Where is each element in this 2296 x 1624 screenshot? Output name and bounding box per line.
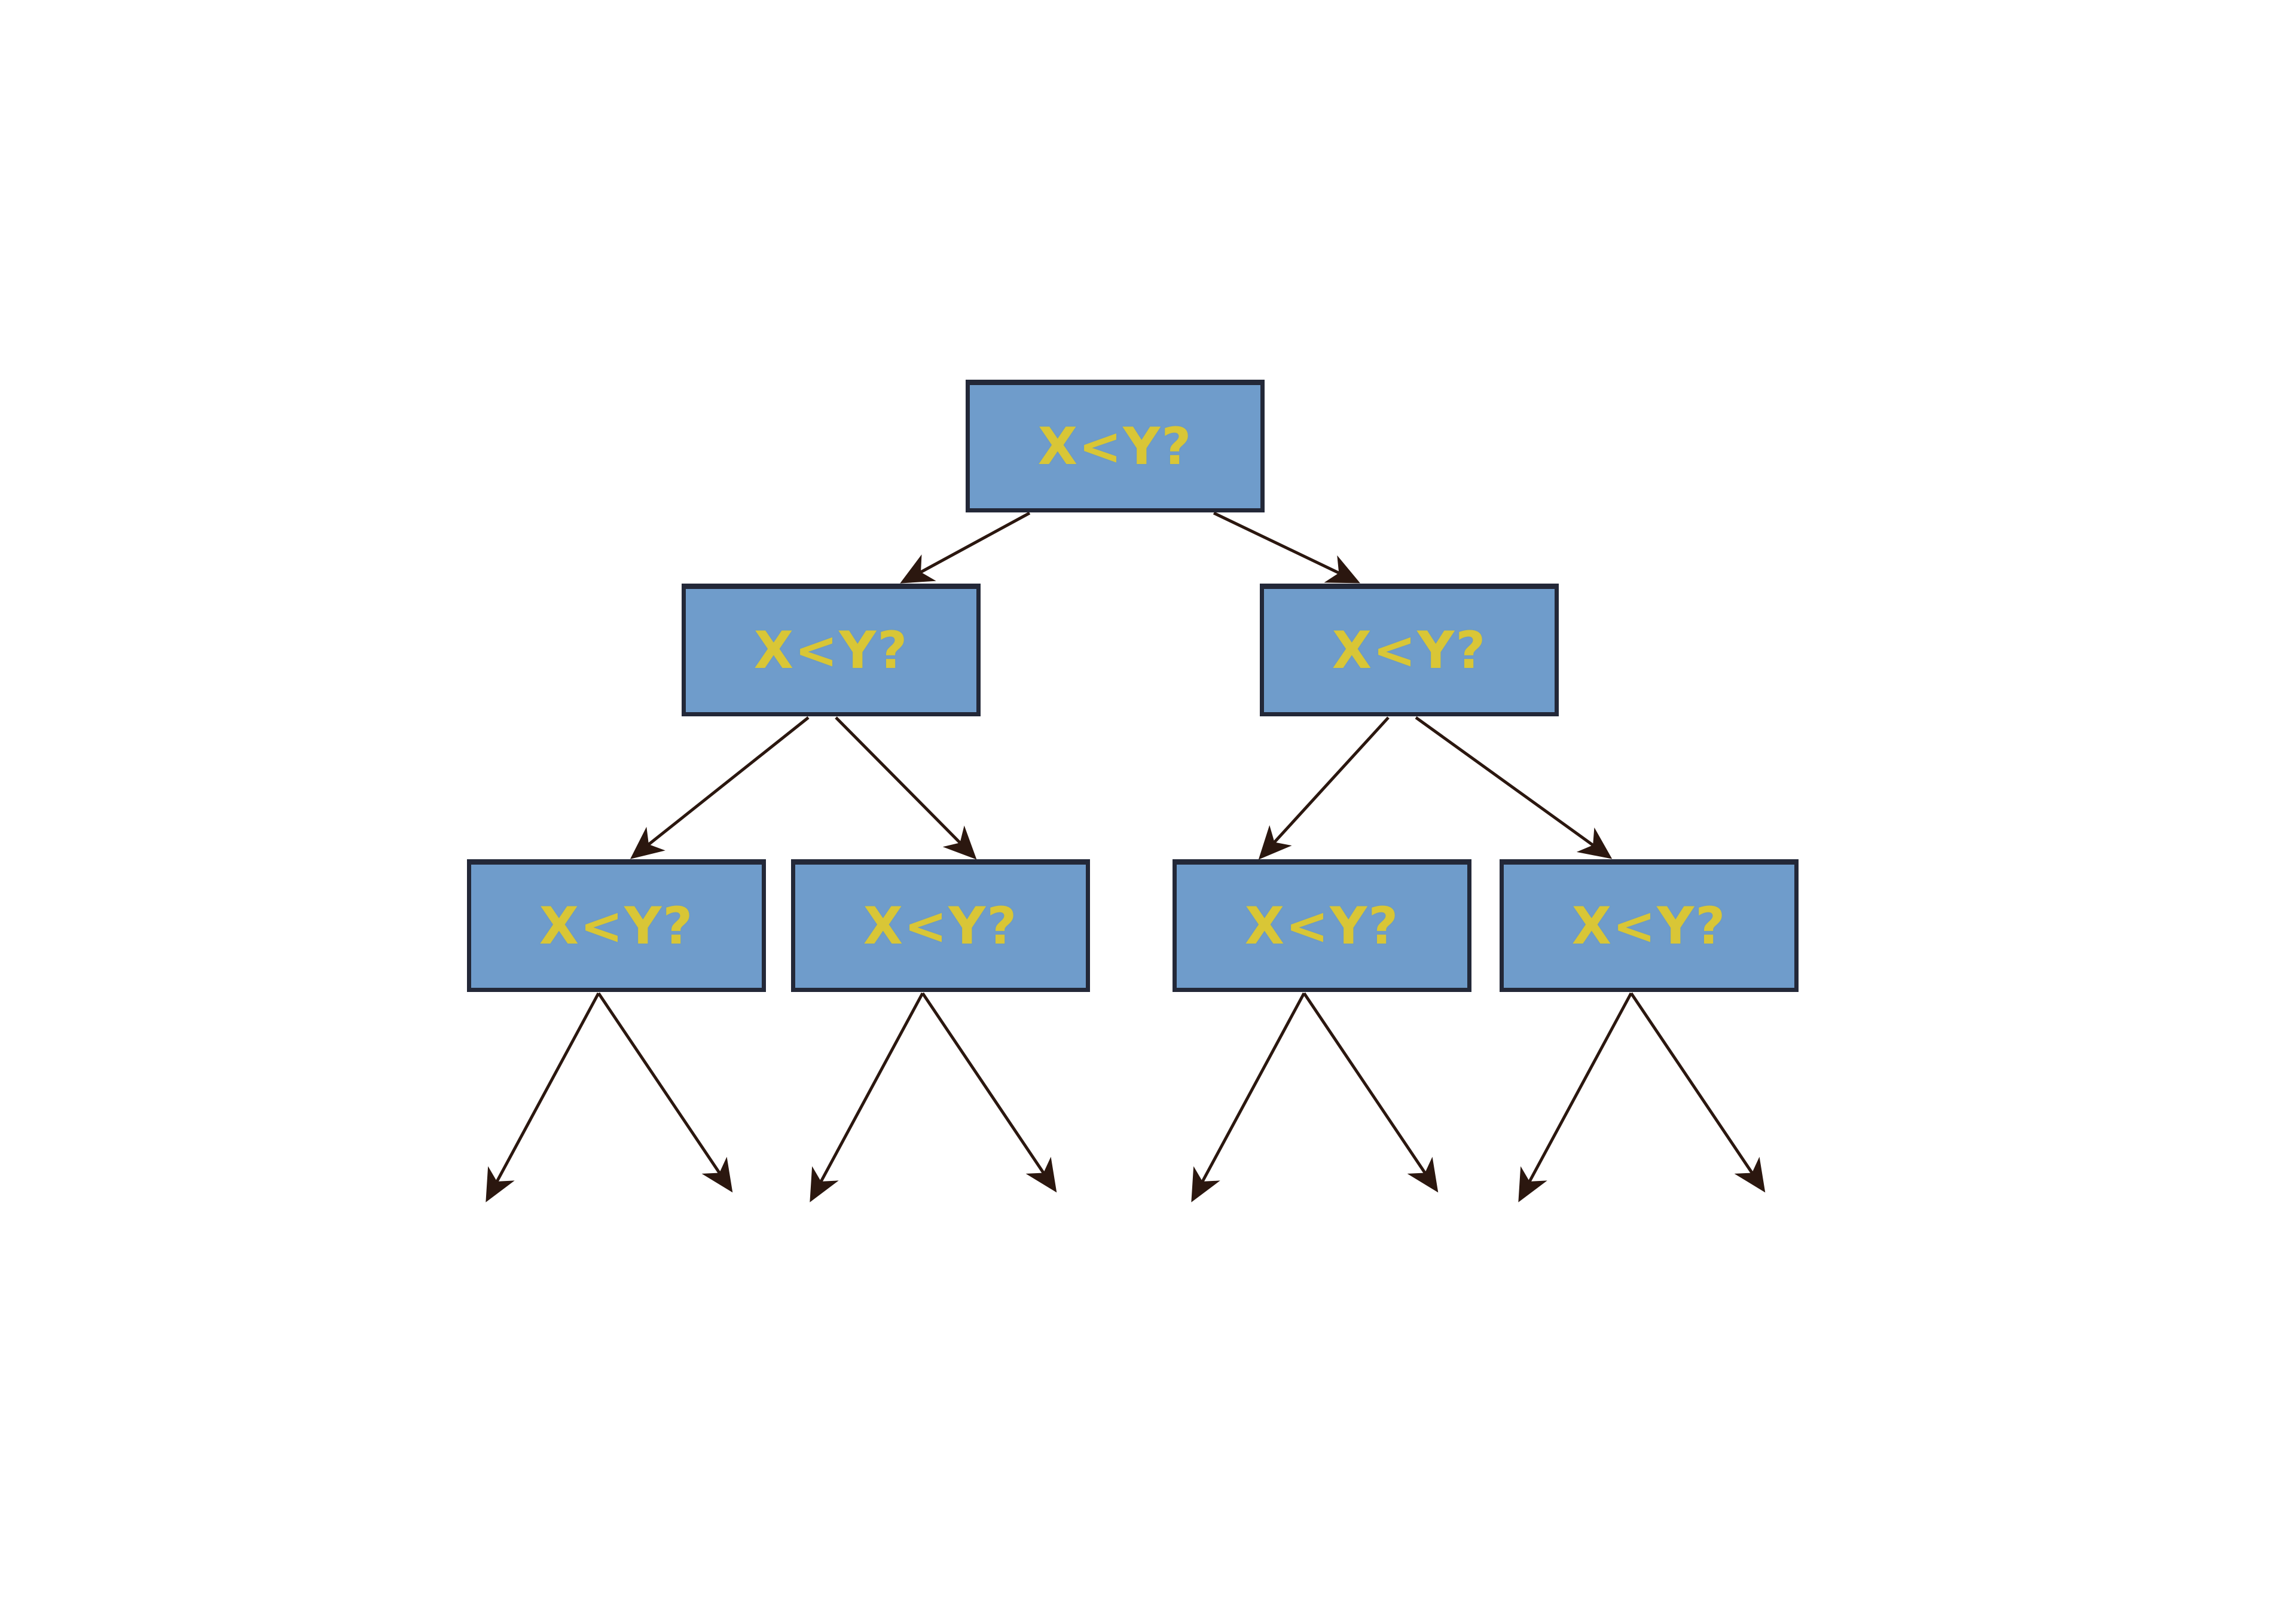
tree-edge-arrow [1415,716,1613,859]
tree-node-label: X<Y? [1332,621,1487,680]
tree-edge-arrow [630,716,810,859]
tree-edge-arrow [835,716,977,860]
tree-node-label: X<Y? [753,621,909,680]
tree-node-label: X<Y? [863,896,1018,956]
tree-node-label: X<Y? [1037,417,1193,477]
tree-edge-arrow [1213,511,1360,584]
tree-node-left: X<Y? [682,584,981,716]
tree-node-label: X<Y? [1571,896,1727,956]
tree-node-label: X<Y? [1244,896,1400,956]
tree-node-left-right: X<Y? [791,859,1090,992]
tree-node-right-right: X<Y? [1500,859,1799,992]
tree-node-right-left: X<Y? [1173,859,1471,992]
tree-node-right: X<Y? [1260,584,1559,716]
tree-edge-arrow [1629,992,1766,1193]
tree-node-root: X<Y? [966,380,1265,512]
tree-edge-arrow [1258,716,1390,860]
tree-edge-arrow [900,511,1031,584]
tree-edge-arrow [597,992,733,1193]
tree-edge-arrow [921,992,1057,1193]
tree-edge-arrow [1518,992,1633,1202]
tree-node-label: X<Y? [539,896,694,956]
tree-edge-arrow [1302,992,1439,1193]
tree-node-left-left: X<Y? [467,859,766,992]
tree-edge-arrow [1191,992,1306,1202]
tree-edge-arrow [486,992,600,1202]
tree-edge-arrow [810,992,924,1202]
